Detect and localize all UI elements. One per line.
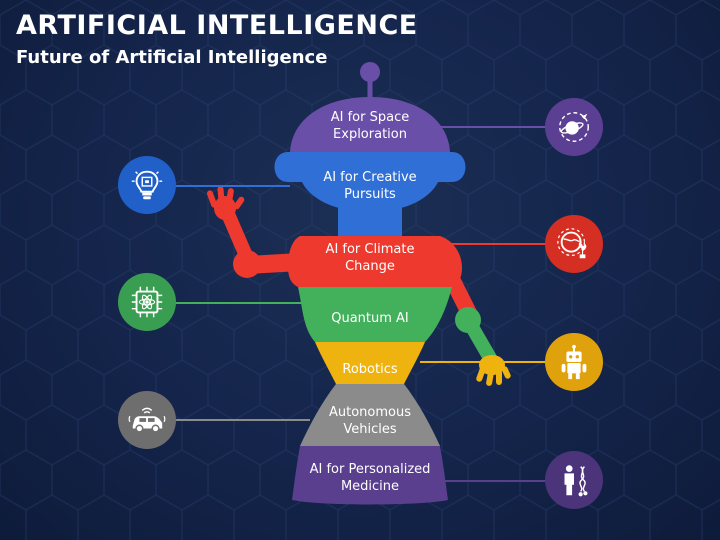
connector-vehicles [175, 419, 310, 421]
robot-head-dome [290, 97, 450, 152]
robot-head-band [274, 152, 466, 209]
robot-antenna-ball [360, 62, 380, 82]
robot-icon [561, 344, 587, 380]
robot-torso-green [298, 287, 452, 342]
creative-pursuits-icon-circle [118, 156, 176, 214]
label-climate-change: AI for Climate Change [325, 242, 415, 274]
robot-left-hand [206, 186, 245, 220]
climate-change-icon-circle [545, 215, 603, 273]
robot-waist-yellow [315, 342, 425, 384]
label-autonomous-vehicles: Autonomous Vehicles [328, 405, 411, 437]
label-space-exploration: AI for Space Exploration [330, 110, 410, 142]
label-creative-pursuits: AI for Creative Pursuits [323, 170, 417, 202]
robot-neck [338, 206, 402, 238]
robot-left-forearm [221, 207, 254, 265]
planet-rocket-icon [559, 112, 589, 142]
connector-creative [175, 185, 290, 187]
robot-torso-red [288, 236, 462, 287]
label-quantum-ai: Quantum AI [331, 311, 409, 326]
lightbulb-chip-icon [131, 170, 163, 200]
globe-plant-icon [557, 228, 587, 259]
connector-climate [450, 243, 550, 245]
page-title: ARTIFICIAL INTELLIGENCE [16, 10, 418, 41]
space-exploration-icon-circle [545, 98, 603, 156]
autonomous-vehicles-icon-circle [118, 391, 176, 449]
connector-quantum [175, 302, 305, 304]
connector-space [438, 126, 550, 128]
connector-robotics [420, 361, 550, 363]
page-subtitle: Future of Artificial Intelligence [16, 47, 328, 68]
person-dna-icon [564, 465, 588, 497]
robot-right-hand [476, 355, 511, 386]
robot-base-purple [292, 446, 448, 505]
personalized-medicine-icon-circle [545, 451, 603, 509]
robotics-icon-circle [545, 333, 603, 391]
robot-legs-gray [300, 384, 440, 446]
robot-right-elbow [455, 307, 481, 333]
autonomous-car-icon [128, 407, 166, 433]
label-personalized-medicine: AI for Personalized Medicine [309, 462, 431, 494]
label-robotics: Robotics [342, 362, 398, 377]
quantum-ai-icon-circle [118, 273, 176, 331]
atom-chip-icon [131, 286, 163, 318]
connector-medicine [440, 480, 550, 482]
